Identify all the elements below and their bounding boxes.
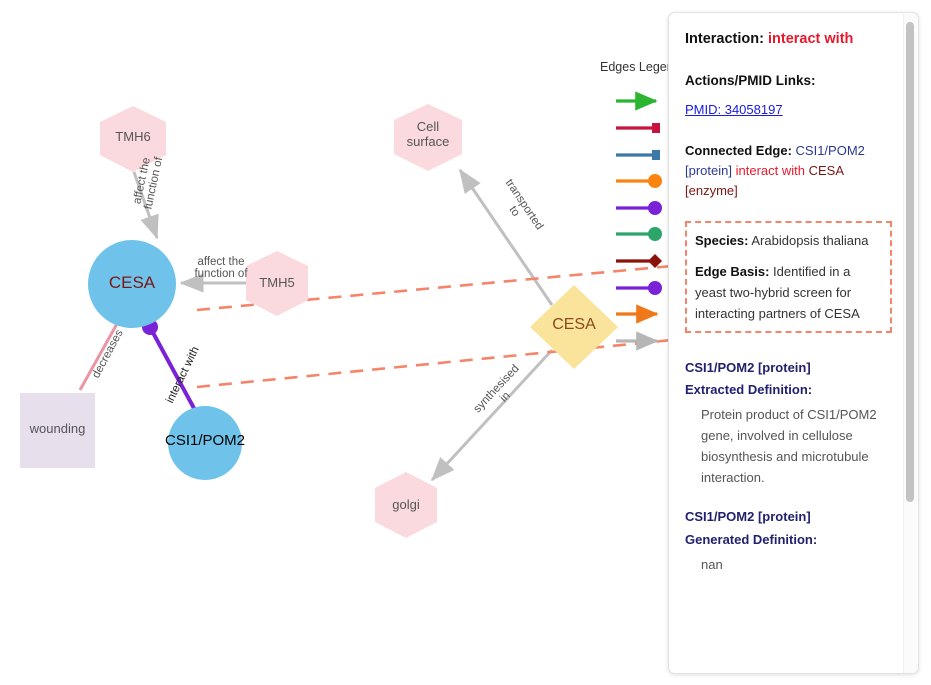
connected-edge-target: CESA [enzyme] [685,163,844,199]
edge-cesa-cellsurface[interactable] [458,168,554,306]
edge-tmh6-cesa[interactable] [132,171,159,240]
edge-csi1pom2-cesa[interactable] [142,319,198,413]
panel-scrollbar-thumb[interactable] [906,22,914,502]
edge-basis-row: Edge Basis: Identified in a yeast two-hy… [695,262,882,324]
connected-edge-source: CSI1/POM2 [protein] [685,143,865,179]
generated-definition-entity: CSI1/POM2 [protein] [685,509,811,525]
panel-scrollbar[interactable] [903,14,917,673]
edge-basis-label: Edge Basis: [695,264,770,280]
node-tmh5[interactable] [246,251,308,316]
edge-basis-value: Identified in a yeast two-hybrid screen … [695,264,860,321]
node-wounding[interactable] [20,393,95,468]
node-cesa-circle[interactable] [88,240,176,328]
extracted-definition-entity: CSI1/POM2 [protein] [685,359,811,375]
legend-edge-5[interactable] [616,201,662,215]
panel-heading: Interaction: interact with [685,31,892,47]
legend-edge-6[interactable] [616,227,662,241]
edge-cesa-golgi[interactable] [430,348,554,482]
species-label: Species: [695,233,749,249]
species-row: Species: Arabidopsis thaliana [695,231,882,252]
actions-pmid-title: Actions/PMID Links: [685,73,816,88]
connected-edge-block: Connected Edge: CSI1/POM2 [protein] inte… [685,141,892,201]
panel-heading-prefix: Interaction: [685,31,764,47]
extracted-definition-title: Extracted Definition: [685,382,813,398]
pmid-link[interactable]: PMID: 34058197 [685,102,783,117]
interaction-info-panel[interactable]: Interaction: interact with Actions/PMID … [668,12,919,674]
node-cesa-diamond[interactable] [530,285,618,369]
generated-definition-body: nan [701,556,723,572]
node-cell-surface[interactable] [394,104,462,171]
node-golgi[interactable] [375,472,437,538]
edge-details-box: Species: Arabidopsis thaliana Edge Basis… [685,221,892,333]
legend-edge-2[interactable] [616,123,660,133]
extracted-definition: CSI1/POM2 [protein] Extracted Definition… [685,357,892,489]
legend-edge-7[interactable] [616,254,662,268]
legend-edge-3[interactable] [616,150,660,160]
panel-heading-value: interact with [767,31,854,47]
node-tmh6[interactable] [100,106,166,172]
node-csi1pom2[interactable] [168,406,242,480]
legend-edge-8[interactable] [616,281,662,295]
legend-edge-4[interactable] [616,174,662,188]
generated-definition-title: Generated Definition: [685,532,818,548]
extracted-definition-body: Protein product of CSI1/POM2 gene, invol… [701,407,877,486]
species-value: Arabidopsis thaliana [751,233,869,249]
panel-content: Interaction: interact with Actions/PMID … [669,13,906,673]
connected-edge-label: Connected Edge: [685,143,792,158]
edges-legend-title: Edges Legend [600,60,681,74]
generated-definition: CSI1/POM2 [protein] Generated Definition… [685,506,892,575]
connected-edge-relation: interact with [735,163,805,179]
